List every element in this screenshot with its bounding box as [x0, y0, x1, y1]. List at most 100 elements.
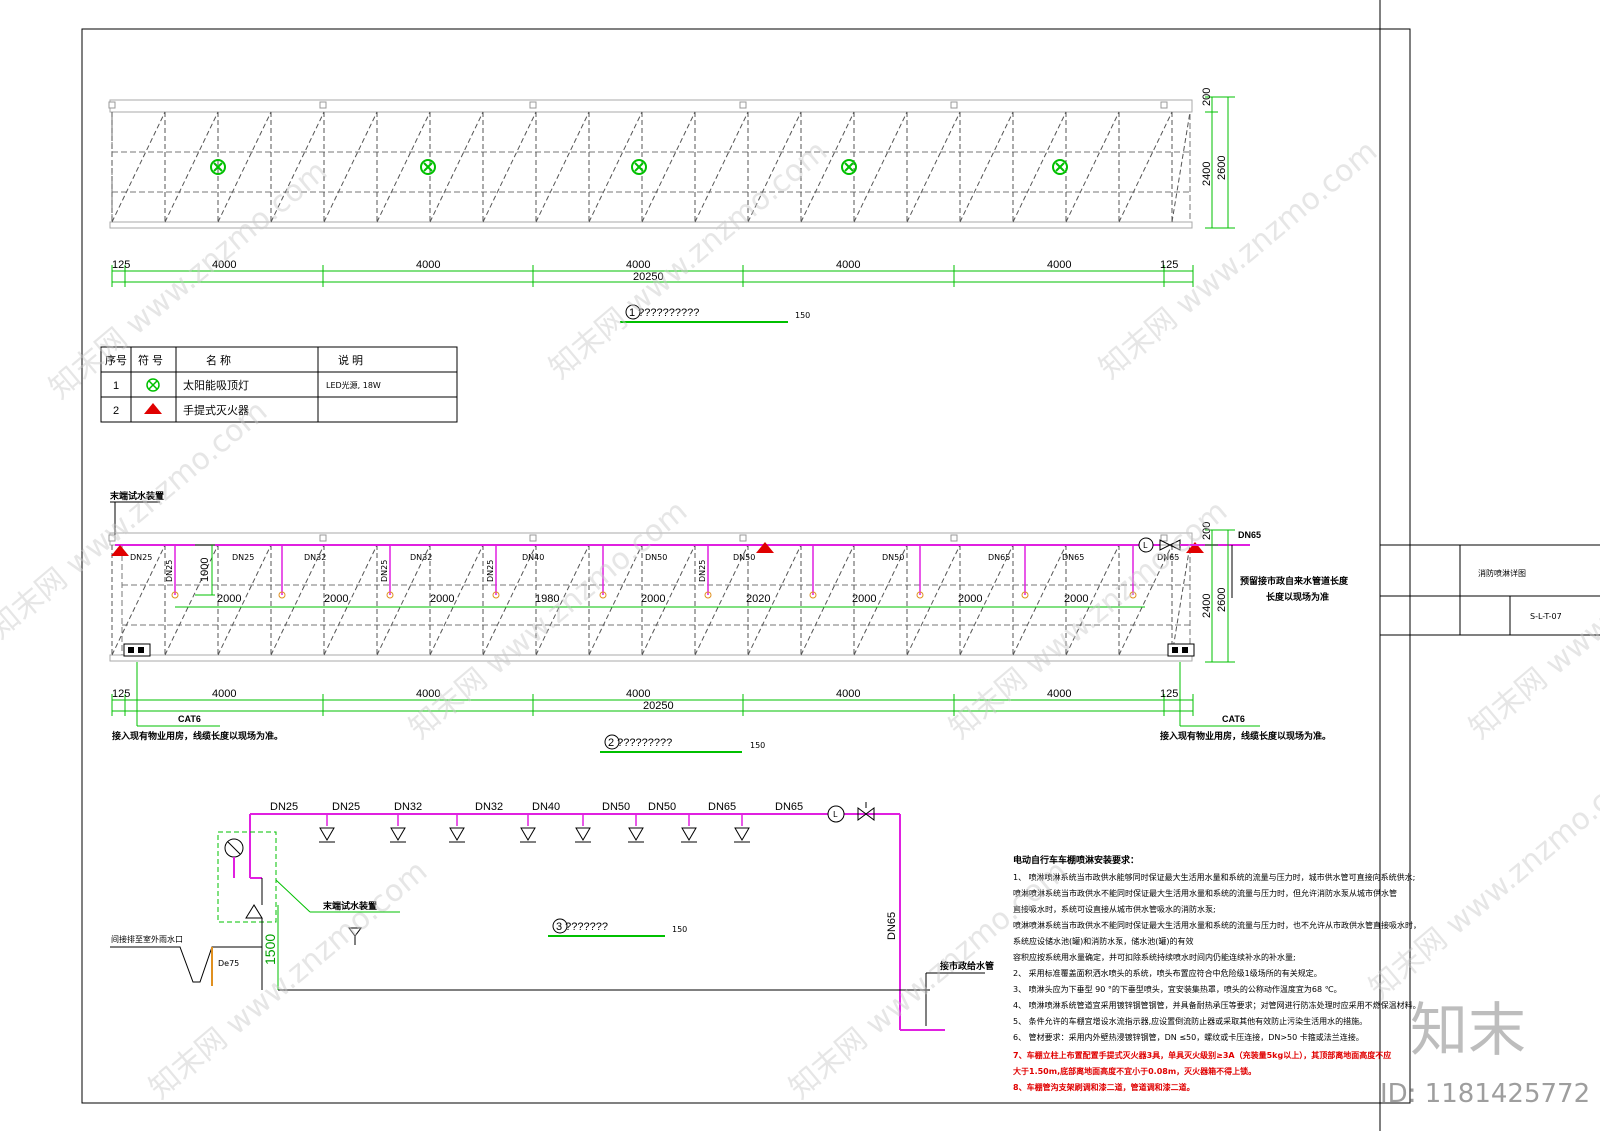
plan-1-dim-200: 200 [1201, 88, 1213, 106]
extinguisher-icon [144, 403, 162, 414]
dim-text: 4000 [1047, 259, 1071, 271]
roof-purlin [164, 544, 219, 656]
legend-table [100, 346, 458, 423]
light-icon [841, 159, 857, 175]
spacing-dim: 2000 [958, 593, 982, 605]
plan-2-test-device-label: 末端试水装置 [109, 490, 164, 501]
camera-icon [1167, 643, 1195, 657]
system-pipe-label: DN50 [648, 801, 676, 813]
roof-purlin [217, 544, 272, 656]
spacing-dim: 2000 [852, 593, 876, 605]
note-line: 直接吸水时，系统可设直接从城市供水管吸水的消防水泵; [1013, 904, 1216, 914]
roof-purlin [1012, 544, 1067, 656]
legend-header-note: 说 明 [338, 353, 363, 367]
note-red-line: 8、车棚管沟支架刷调和漆二道，管道调和漆二道。 [1013, 1082, 1195, 1092]
plan-2-dim-200: 200 [1201, 522, 1213, 540]
sprinkler-head-icon [628, 827, 644, 841]
plan-2-supply-dn: DN65 [1238, 530, 1261, 540]
flow-meter-icon [827, 805, 845, 823]
light-icon [210, 159, 226, 175]
note-line: 容积应按系统用水量确定，并可扣除系统持续喷水时间内仍能连续补水的补水量; [1013, 952, 1296, 962]
plan-2-tag [604, 734, 620, 750]
system-pipe-label: DN25 [270, 801, 298, 813]
sprinkler-head-icon [449, 827, 465, 841]
system-drain-pipe: De75 [218, 959, 239, 968]
sprinkler-head-icon [809, 591, 817, 599]
roof-purlin [906, 111, 961, 223]
roof-purlin [959, 111, 1014, 223]
riser-size-label: DN25 [486, 560, 495, 582]
test-device-box [217, 831, 277, 990]
pipe-size-label: DN25 [130, 553, 152, 562]
roof-purlin [906, 544, 961, 656]
spacing-dim: 2000 [641, 593, 665, 605]
notes-title: 电动自行车车棚喷淋安装要求： [1013, 854, 1139, 865]
roof-purlin [1118, 111, 1173, 223]
plan-2-water-note-2: 长度以现场为准 [1266, 591, 1329, 602]
sprinkler-head-icon [704, 591, 712, 599]
pipe-size-label: DN50 [645, 553, 667, 562]
note-line: 1、 喷淋喷淋系统当市政供水能够同时保证最大生活用水量和系统的流量与压力时，城市… [1013, 872, 1415, 882]
plan-2-scale: 150 [750, 741, 765, 750]
system-label: 3 ??????? [556, 921, 608, 933]
plan-1-roof [108, 99, 1193, 229]
column-marker [950, 534, 958, 542]
roof-purlin [164, 111, 219, 223]
column-marker [529, 101, 537, 109]
system-riser-label: DN65 [886, 912, 898, 940]
roof-purlin [588, 544, 643, 656]
plan-2-dims-right [1205, 529, 1235, 663]
plan-1-dims-right [1205, 96, 1235, 229]
plan-1-dim-2400: 2400 [1201, 162, 1213, 186]
extinguisher-icon [756, 542, 774, 553]
system-supply-note: 接市政给水管 [940, 960, 994, 971]
plan-2-branch-dim [195, 544, 215, 596]
plan-2-dim-2400: 2400 [1201, 594, 1213, 618]
roof-purlin [588, 111, 643, 223]
legend-header-name: 名 称 [206, 353, 231, 367]
dim-text: 125 [1160, 259, 1178, 271]
dim-text: 4000 [626, 259, 650, 271]
dim-text: 4000 [416, 688, 440, 700]
dim-text: 4000 [836, 688, 860, 700]
legend-row-1-name: 太阳能吸顶灯 [183, 378, 249, 392]
plan-1-dim-2600: 2600 [1216, 156, 1228, 180]
site-watermark: 知末网 www.znzmo.com [943, 494, 1234, 746]
column-marker [108, 101, 116, 109]
column-marker [739, 534, 747, 542]
note-red-line: 7、车棚立柱上布置配置手提式灭火器3具，单具灭火级别≥3A（充装量5kg以上），… [1013, 1050, 1391, 1060]
roof-purlin [1171, 111, 1191, 223]
note-red-line: 大于1.50m,底部离地面高度不宜小于0.08m，灭火器箱不得上锁。 [1013, 1066, 1256, 1076]
sprinkler-head-icon [681, 827, 697, 841]
brand-watermark: 知末 [1410, 996, 1526, 1064]
site-watermark: 知末网 www.znzmo.com [543, 134, 834, 386]
plan-1-label: 1 ?????????? [629, 307, 699, 319]
sprinkler-head-icon [319, 827, 335, 841]
roof-purlin [111, 544, 166, 656]
system-pipe-label: DN65 [775, 801, 803, 813]
spacing-dim: 2000 [430, 593, 454, 605]
camera-icon [123, 643, 151, 657]
plan-2-dims-bottom [112, 699, 1193, 712]
sprinkler-head-icon [734, 827, 750, 841]
sprinkler-head-icon [171, 591, 179, 599]
pipe-size-label: DN65 [1157, 553, 1179, 562]
plan-2-label: 2 ????????? [608, 737, 672, 749]
flow-meter-letter: L [833, 810, 838, 819]
column-marker [1160, 534, 1168, 542]
roof-purlin [429, 111, 484, 223]
roof-purlin [694, 544, 749, 656]
cable-right-note: 接入现有物业用房，线缆长度以现场为准。 [1160, 730, 1331, 741]
riser-size-label: DN25 [380, 560, 389, 582]
spacing-dim: 2000 [1064, 593, 1088, 605]
roof-purlin [1012, 111, 1067, 223]
flow-meter-icon [1138, 537, 1154, 553]
spacing-dim: 2020 [746, 593, 770, 605]
plan-2-total: 20250 [643, 700, 674, 712]
spacing-dim: 1980 [535, 593, 559, 605]
flow-meter-letter: L [1143, 541, 1148, 550]
dim-text: 125 [1160, 688, 1178, 700]
light-icon [631, 159, 647, 175]
legend-header-no: 序号 [105, 353, 127, 367]
